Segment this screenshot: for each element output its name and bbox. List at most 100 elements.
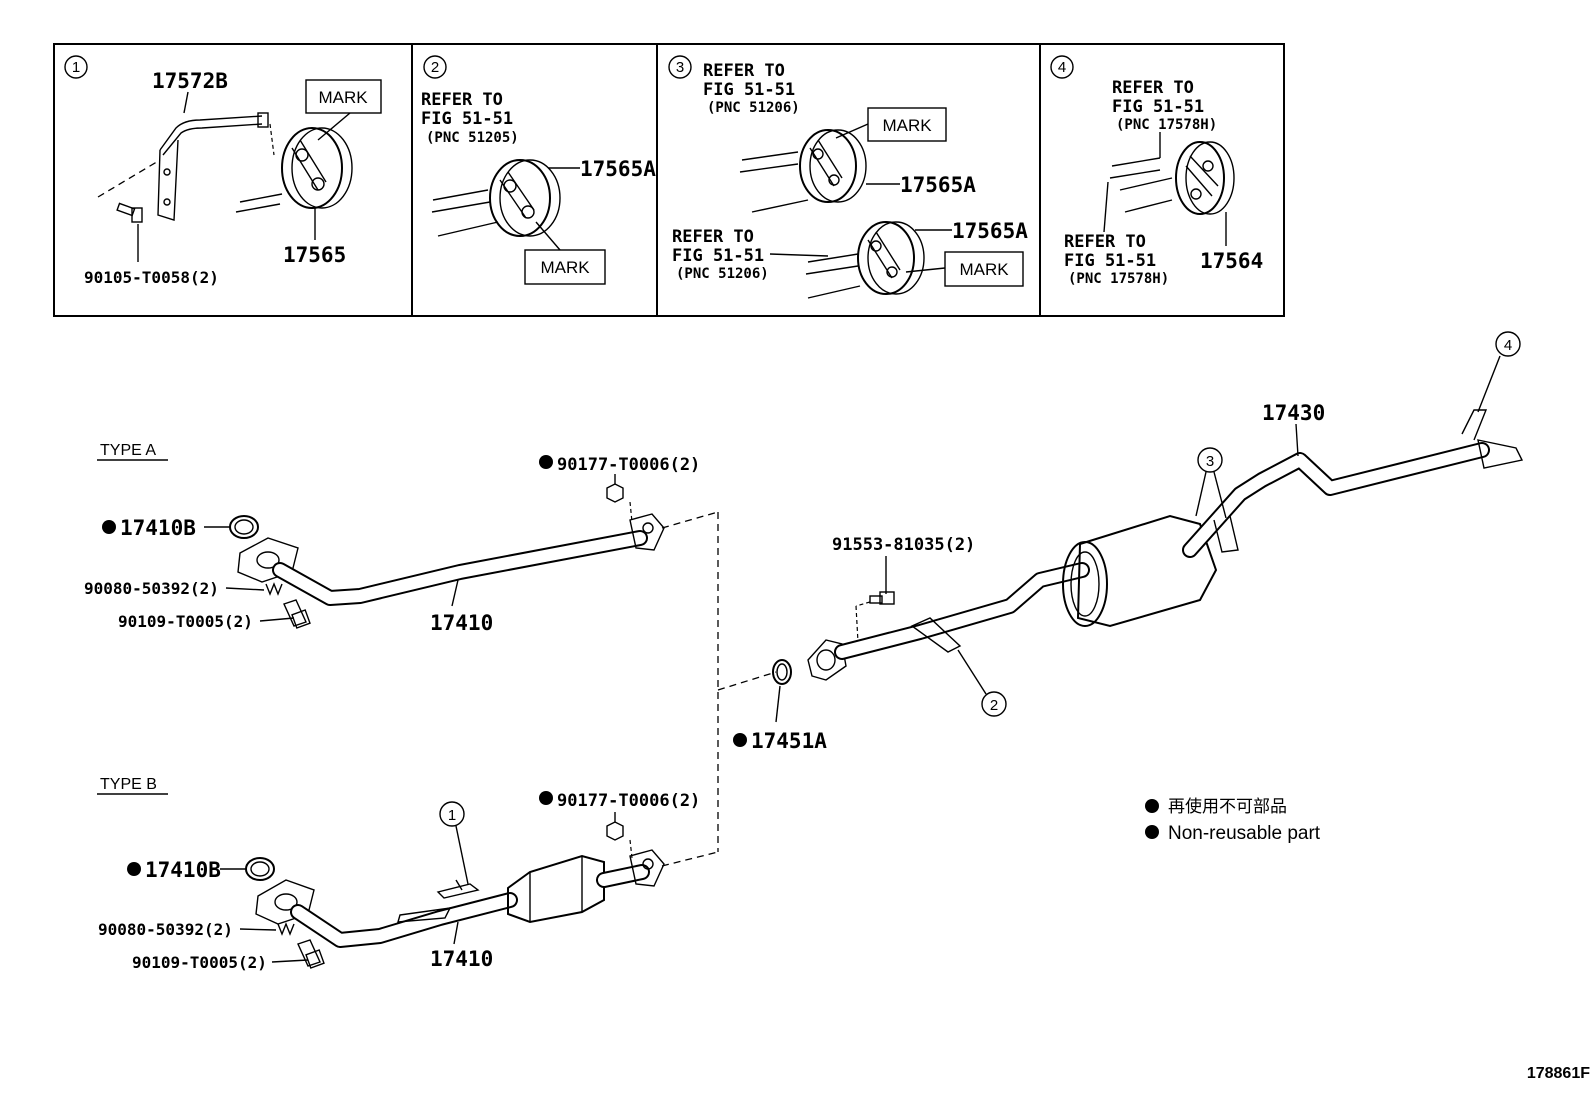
- refer-top-line-2: FIG 51-51: [1112, 97, 1204, 117]
- non-reusable-dot-icon: [539, 791, 553, 805]
- inset-1: 1 17572B 90105-T0058(2) MARK 17565: [64, 55, 382, 287]
- tail-assembly: 17451A 91553-81035(2) 2 4: [733, 331, 1524, 753]
- part-17565A-label: 17565A: [580, 157, 656, 181]
- rubber-hanger-17564-icon: [1175, 141, 1235, 215]
- non-reusable-dot-icon: [1145, 825, 1159, 839]
- refer-bottom-line-1: REFER TO: [1064, 232, 1146, 252]
- refer-bottom-line-1: REFER TO: [672, 227, 754, 247]
- spring-icon: [277, 922, 295, 936]
- bolt-icon: [297, 939, 325, 969]
- refer-top-line-1: REFER TO: [703, 61, 785, 81]
- connection-dashes: [661, 511, 777, 867]
- inset-2-number: 2: [431, 59, 439, 76]
- mark-label: MARK: [882, 116, 932, 135]
- part-90177-label: 90177-T0006(2): [557, 455, 700, 475]
- part-17410-label: 17410: [430, 611, 493, 635]
- rear-flange-icon: [629, 513, 665, 551]
- part-90177-label: 90177-T0006(2): [557, 791, 700, 811]
- part-17410B-label: 17410B: [120, 516, 196, 540]
- rubber-hanger-17565-icon: [281, 127, 353, 209]
- rubber-hanger-17565A-icon: [857, 221, 925, 295]
- inset-4-number: 4: [1058, 59, 1066, 76]
- refer-bottom-line-2: FIG 51-51: [1064, 251, 1156, 271]
- non-reusable-dot-icon: [733, 733, 747, 747]
- part-17451A-label: 17451A: [751, 729, 827, 753]
- refer-bottom-line-3: (PNC 17578H): [1068, 271, 1169, 287]
- part-17565A-label: 17565A: [952, 219, 1028, 243]
- refer-bottom-line-2: FIG 51-51: [672, 246, 764, 266]
- callout-2-number: 2: [990, 697, 998, 714]
- part-17572B-label: 17572B: [152, 69, 228, 93]
- inset-3-number: 3: [676, 59, 684, 76]
- ring-17451A-icon: [772, 659, 792, 685]
- nut-icon: [606, 483, 624, 503]
- callout-1-number: 1: [448, 807, 456, 824]
- part-90080-label: 90080-50392(2): [98, 920, 233, 939]
- refer-top-line-1: REFER TO: [1112, 78, 1194, 98]
- part-17565-label: 17565: [283, 243, 346, 267]
- callout-4-circle: [1495, 331, 1521, 357]
- inset-2-number-circle: [423, 55, 447, 79]
- inset-2: 2 REFER TO FIG 51-51 (PNC 51205) 17565A …: [421, 55, 656, 285]
- refer-top-line-3: (PNC 51206): [707, 100, 800, 116]
- refer-top-line-3: (PNC 17578H): [1116, 117, 1217, 133]
- legend: 再使用不可部品 Non-reusable part: [1145, 796, 1321, 844]
- inset-frames: [53, 43, 1285, 317]
- center-flange-icon: [807, 639, 847, 681]
- rubber-hanger-17565A-icon: [489, 159, 561, 237]
- part-17410B-label: 17410B: [145, 858, 221, 882]
- refer-line-3: (PNC 51205): [426, 130, 519, 146]
- part-17410-label: 17410: [430, 947, 493, 971]
- refer-line-2: FIG 51-51: [421, 109, 513, 129]
- nut-icon: [606, 821, 624, 841]
- gasket-ring-icon: [229, 515, 259, 539]
- inset-3: 3 REFER TO FIG 51-51 (PNC 51206) MARK 17…: [668, 55, 1028, 299]
- non-reusable-dot-icon: [539, 455, 553, 469]
- callout-3-number: 3: [1206, 453, 1214, 470]
- mark-label: MARK: [540, 258, 590, 277]
- gasket-ring-icon: [245, 857, 275, 881]
- bolt-91553-icon: [869, 591, 895, 605]
- inset-1-number: 1: [72, 59, 80, 76]
- type-a-label: TYPE A: [100, 442, 156, 459]
- refer-top-line-2: FIG 51-51: [703, 80, 795, 100]
- non-reusable-dot-icon: [127, 862, 141, 876]
- callout-1-circle: [439, 801, 465, 827]
- part-17430-label: 17430: [1262, 401, 1325, 425]
- mark-box: [944, 251, 1024, 287]
- callout-2-circle: [981, 691, 1007, 717]
- part-17565A-label: 17565A: [900, 173, 976, 197]
- inset-3-number-circle: [668, 55, 692, 79]
- legend-jp: 再使用不可部品: [1168, 796, 1287, 817]
- bolt-90105-icon: [116, 202, 143, 223]
- non-reusable-dot-icon: [102, 520, 116, 534]
- inset-1-number-circle: [64, 55, 88, 79]
- mark-label: MARK: [318, 88, 368, 107]
- inset-4-number-circle: [1050, 55, 1074, 79]
- type-b-assembly: TYPE B 17410B 90177-T0006(2) 1 90: [97, 776, 700, 972]
- mark-box: [305, 79, 382, 114]
- refer-bottom-line-3: (PNC 51206): [676, 266, 769, 282]
- rear-flange-icon: [629, 849, 665, 887]
- bracket-hanger: [159, 115, 263, 151]
- non-reusable-dot-icon: [1145, 799, 1159, 813]
- type-a-assembly: TYPE A 17410B 90177-T0006(2) 90080-50392…: [84, 442, 700, 635]
- callout-4-number: 4: [1504, 337, 1512, 354]
- part-91553-label: 91553-81035(2): [832, 535, 975, 555]
- rubber-hanger-17565A-icon: [799, 129, 867, 203]
- refer-line-1: REFER TO: [421, 90, 503, 110]
- part-90109-label: 90109-T0005(2): [118, 612, 253, 631]
- bolt-icon: [283, 599, 311, 629]
- callout-3-circle: [1197, 447, 1223, 473]
- mark-box: [524, 249, 606, 285]
- spring-icon: [265, 582, 283, 596]
- part-17564-label: 17564: [1200, 249, 1263, 273]
- catalytic-converter-icon: [507, 854, 605, 924]
- muffler-icon: [1062, 514, 1218, 628]
- type-b-label: TYPE B: [100, 776, 157, 793]
- mark-label: MARK: [959, 260, 1009, 279]
- inset-4: 4 REFER TO FIG 51-51 (PNC 17578H) REFER …: [1050, 55, 1263, 287]
- figure-id: 178861F: [1527, 1065, 1590, 1082]
- part-90109-label: 90109-T0005(2): [132, 953, 267, 972]
